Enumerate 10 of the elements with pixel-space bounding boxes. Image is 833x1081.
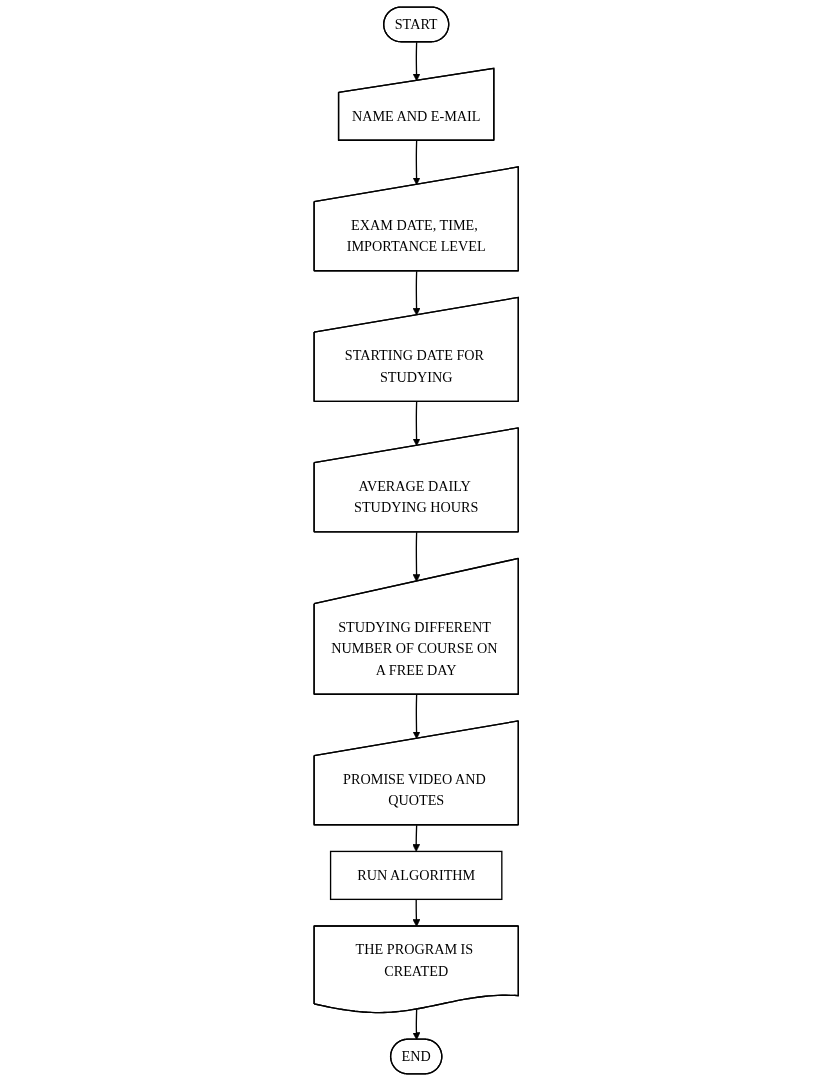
node-box: RUN ALGORITHM bbox=[330, 850, 503, 901]
arrow bbox=[412, 140, 421, 186]
arrow bbox=[412, 898, 421, 927]
arrow bbox=[412, 41, 421, 82]
arrow bbox=[412, 401, 421, 447]
arrow bbox=[412, 694, 421, 740]
arrow bbox=[412, 824, 421, 852]
arrow bbox=[412, 1008, 421, 1040]
arrow bbox=[412, 531, 421, 582]
arrow bbox=[412, 270, 421, 316]
